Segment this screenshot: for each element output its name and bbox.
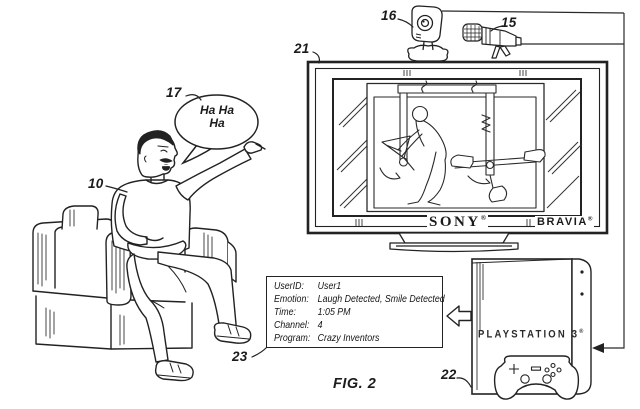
info-row-channel: Channel: 4: [274, 319, 413, 332]
info-key: Emotion:: [274, 293, 309, 306]
info-value: User1: [317, 280, 342, 292]
viewer-figure: [110, 130, 266, 382]
info-row-userid: UserID: User1: [274, 280, 413, 293]
signal-wire: [441, 10, 625, 349]
ref-label-tv: 21: [294, 41, 310, 56]
speech-line-2: Ha: [209, 116, 225, 130]
microphone-device: [462, 23, 522, 59]
info-value: Laugh Detected, Smile Detected: [317, 293, 445, 306]
bravia-wordmark: BRAVIA: [537, 216, 588, 228]
info-key: Program:: [274, 332, 311, 345]
ref-label-microphone: 15: [501, 15, 517, 30]
playstation-logo-text: PLAYSTATION 3®: [478, 328, 583, 341]
ref-label-speech: 17: [166, 85, 182, 100]
ps3-console: [471, 258, 592, 395]
bravia-logo-text: BRAVIA®: [535, 216, 595, 228]
tv-stand: [389, 232, 519, 253]
ref-label-viewer: 10: [88, 176, 104, 191]
wire-arrowhead: [592, 343, 604, 353]
speech-bubble-shape: [174, 94, 259, 165]
info-key: UserID:: [274, 280, 304, 292]
detection-info-box: UserID: User1 Emotion: Laugh Detected, S…: [266, 276, 445, 348]
camera-device: [407, 5, 449, 62]
figure-caption: FIG. 2: [333, 376, 377, 392]
speech-line-1: Ha Ha: [199, 103, 234, 117]
ref-label-info-box: 23: [232, 349, 248, 364]
sony-wordmark: SONY: [429, 214, 481, 230]
leader-lines: [105, 18, 504, 388]
info-value: 4: [317, 319, 323, 332]
info-key: Channel:: [274, 319, 310, 332]
ps3-controller: [493, 355, 580, 400]
tv-screen-scene: [366, 80, 546, 213]
sony-logo-text: SONY®: [427, 214, 488, 231]
playstation-reg-mark: ®: [579, 328, 584, 336]
bravia-reg-mark: ®: [587, 216, 593, 223]
info-arrow: [446, 305, 472, 327]
info-row-time: Time: 1:05 PM: [274, 306, 413, 319]
ref-label-console: 22: [441, 367, 457, 382]
ref-label-camera: 16: [381, 8, 397, 23]
info-row-emotion: Emotion: Laugh Detected, Smile Detected: [274, 293, 445, 306]
info-value: Crazy Inventors: [317, 332, 380, 345]
info-key: Time:: [274, 306, 296, 319]
info-value: 1:05 PM: [317, 306, 351, 319]
sony-reg-mark: ®: [480, 214, 486, 222]
speech-bubble-text: Ha Ha Ha: [180, 104, 254, 130]
playstation-wordmark: PLAYSTATION 3: [478, 328, 580, 341]
info-row-program: Program: Crazy Inventors: [274, 332, 413, 345]
